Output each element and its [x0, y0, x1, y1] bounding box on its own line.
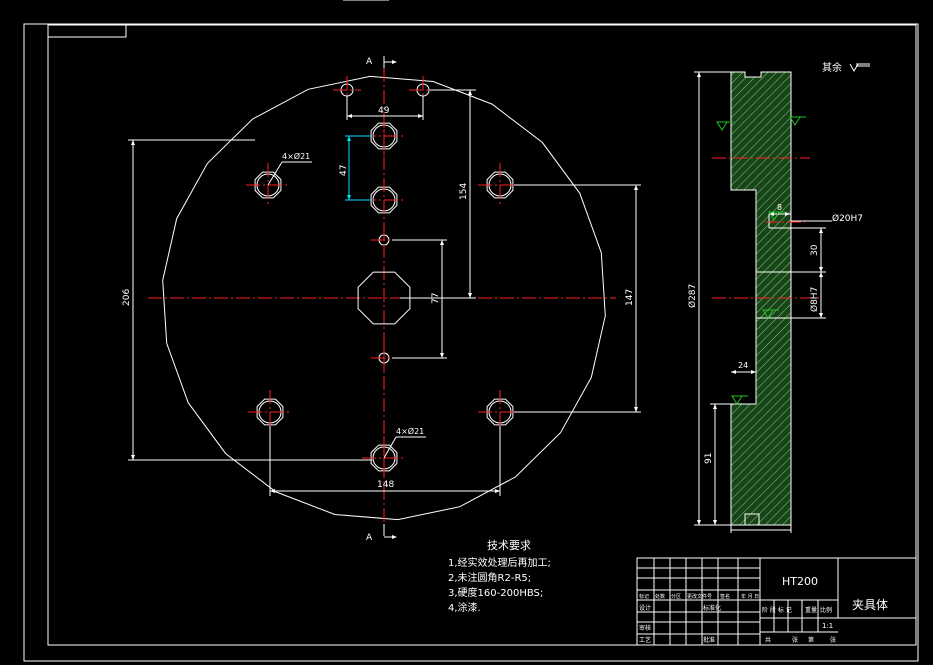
- dimension-arrow: [697, 72, 701, 77]
- section-arrow-bottom: [392, 535, 397, 539]
- dimension-arrow: [131, 455, 135, 460]
- revision-header-label: 标记: [639, 593, 649, 600]
- dim-77-text: 77: [431, 293, 441, 304]
- dim-49-text: 49: [378, 106, 390, 116]
- notes-item: 3,硬度160-200HBS;: [448, 586, 543, 599]
- dimension-arrow: [819, 228, 823, 233]
- dimension-arrow: [347, 136, 351, 141]
- center-octagon: [357, 271, 411, 325]
- dim-154-text: 154: [459, 183, 469, 200]
- sheet-label: 张: [792, 636, 798, 644]
- rough-note-text: 其余: [822, 61, 842, 74]
- dimension-arrow: [697, 520, 701, 525]
- scale-text: 1:1: [822, 622, 833, 630]
- dimension-arrow: [713, 404, 717, 409]
- leader-holes-top: [267, 161, 283, 186]
- leader-holes-bottom: [383, 436, 397, 459]
- bolt-hole-head: [370, 444, 398, 472]
- section-arrow-top: [392, 60, 397, 64]
- dimension-arrow: [819, 272, 823, 277]
- bolt-hole-head: [254, 171, 282, 199]
- revision-header-label: 处数: [655, 593, 665, 600]
- bolt-hole-head: [256, 398, 284, 426]
- dim-148-text: 148: [377, 480, 394, 490]
- notes-item: 2,未注圆角R2-R5;: [448, 571, 531, 584]
- dimension-arrow: [468, 90, 472, 95]
- revision-header-label: 分区: [671, 593, 681, 600]
- revision-header-label: 年 月 日: [741, 593, 759, 600]
- roughness-mark-5: [768, 211, 785, 221]
- stage-label: 阶 段 标 记: [762, 606, 792, 614]
- dim-8h7-text: Ø8H7: [809, 287, 820, 312]
- process-label: 工艺: [639, 636, 651, 644]
- plate-outline: [162, 75, 606, 521]
- dimension-arrow: [785, 212, 790, 216]
- material-text: HT200: [782, 575, 818, 588]
- approve-label: 批准: [703, 636, 715, 644]
- dim-287-text: Ø287: [687, 284, 698, 308]
- holes-top-text: 4×Ø21: [282, 151, 310, 161]
- revision-header-label: 更改文件号: [687, 593, 712, 600]
- dimension-arrow: [819, 313, 823, 318]
- section-label-bottom: A: [366, 533, 373, 543]
- dimension-arrow: [819, 267, 823, 272]
- dimension-arrow: [270, 489, 275, 493]
- dimension-arrow: [440, 240, 444, 245]
- part-name-text: 夹具体: [852, 598, 888, 612]
- roughness-mark-4: [731, 395, 748, 405]
- outer-frame: [23, 23, 919, 662]
- review-label: 审核: [639, 624, 651, 632]
- dim-20h7-text: Ø20H7: [832, 213, 863, 224]
- title-block-frame: [636, 557, 917, 646]
- dim-206-text: 206: [122, 289, 132, 306]
- dimension-arrow: [347, 195, 351, 200]
- dimension-arrow: [495, 489, 500, 493]
- notes-title: 技术要求: [487, 539, 531, 552]
- bolt-hole-head: [486, 171, 514, 199]
- dimension-arrow: [751, 370, 756, 374]
- ratio-label: 比例: [820, 606, 832, 614]
- bolt-hole-head: [370, 122, 398, 150]
- weight-label: 重量: [805, 606, 817, 614]
- standard-label: 标准化: [703, 604, 721, 612]
- dimension-arrow: [731, 370, 736, 374]
- sheet-no-label: 第: [808, 636, 814, 644]
- dim-8-text: 8: [777, 203, 782, 212]
- revision-header-label: 签名: [720, 593, 730, 600]
- dim-24-text: 24: [738, 361, 748, 370]
- dimension-arrow: [440, 353, 444, 358]
- dim-91-text: 91: [704, 453, 714, 464]
- dim-47-text: 47: [339, 165, 349, 176]
- holes-bottom-text: 4×Ø21: [396, 426, 424, 436]
- dimension-arrow: [347, 114, 352, 118]
- bolt-hole-head: [486, 398, 514, 426]
- dim-30-text: 30: [810, 244, 820, 256]
- dimension-arrow: [634, 185, 638, 190]
- bottom-detail-box: [744, 513, 760, 526]
- dimension-arrow: [131, 140, 135, 145]
- sheet-total-label: 共: [765, 636, 771, 644]
- roughness-mark-1: [716, 121, 733, 131]
- dimension-arrow: [634, 407, 638, 412]
- roughness-mark-3: [762, 309, 779, 319]
- dimension-arrow: [468, 293, 472, 298]
- sheet2-label: 张: [830, 636, 836, 644]
- notes-item: 4,涂漆.: [448, 601, 481, 614]
- code-box: [47, 24, 127, 38]
- dim-147-text: 147: [625, 289, 635, 306]
- design-label: 设计: [639, 604, 651, 612]
- bolt-hole-head: [370, 186, 398, 214]
- section-label-top: A: [366, 57, 373, 67]
- dimension-arrow: [713, 520, 717, 525]
- dimension-arrow: [418, 114, 423, 118]
- drawing-border: [47, 24, 917, 646]
- notes-item: 1,经实效处理后再加工;: [448, 556, 551, 569]
- roughness-mark-2: [789, 116, 806, 126]
- dimension-arrow: [769, 212, 774, 216]
